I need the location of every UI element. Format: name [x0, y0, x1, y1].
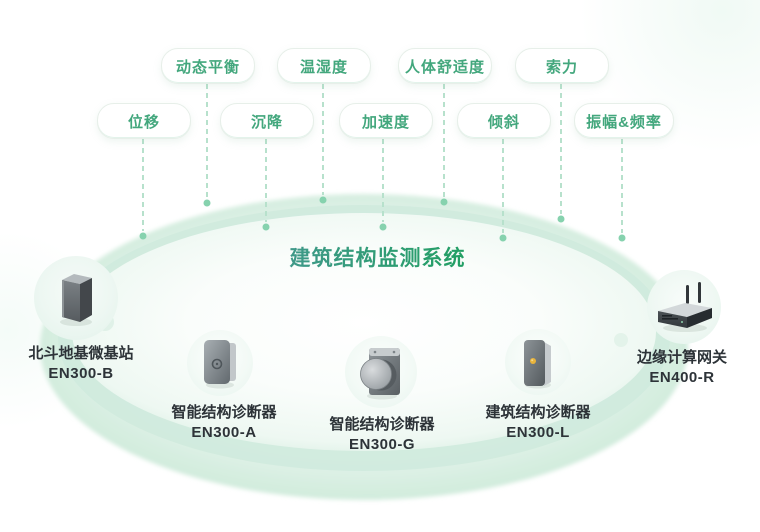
- device-name: 建筑结构诊断器: [485, 404, 591, 421]
- device-badge-beidou: [34, 256, 118, 340]
- device-label-en300g: 智能结构诊断器 EN300-G: [297, 415, 467, 454]
- device-name: 北斗地基微基站: [28, 345, 134, 362]
- sensor-tag-cable-force: 索力: [515, 48, 609, 84]
- decor-bubble: [614, 333, 628, 347]
- device-badge-en300g: [345, 336, 417, 408]
- device-badge-en300l: [505, 329, 571, 395]
- device-name: 智能结构诊断器: [329, 416, 435, 433]
- device-label-en400r: 边缘计算网关 EN400-R: [597, 348, 760, 387]
- system-title: 建筑结构监测系统: [265, 242, 490, 272]
- sensor-tag-amplitude-frequency: 振幅&频率: [574, 103, 674, 139]
- sensor-tag-temperature-humidity: 温湿度: [277, 48, 371, 84]
- sensor-tag-tilt: 倾斜: [457, 103, 551, 139]
- sensor-tag-settlement: 沉降: [220, 103, 314, 139]
- device-label-en300a: 智能结构诊断器 EN300-A: [139, 403, 309, 442]
- device-model: EN300-A: [191, 424, 257, 441]
- device-label-en300l: 建筑结构诊断器 EN300-L: [453, 403, 623, 442]
- device-badge-en300a: [187, 330, 253, 396]
- structure-diagnoser-a-icon: [204, 340, 236, 389]
- device-model: EN300-G: [348, 436, 416, 453]
- edge-gateway-router-icon: [658, 282, 712, 332]
- beidou-base-station-icon: [60, 274, 92, 326]
- sensor-tag-human-comfort: 人体舒适度: [398, 48, 492, 84]
- device-model: EN300-L: [506, 424, 570, 441]
- sensor-tag-acceleration: 加速度: [339, 103, 433, 139]
- device-badge-en400r: [647, 270, 721, 344]
- device-model: EN300-B: [48, 365, 114, 382]
- device-model: EN400-R: [649, 369, 715, 386]
- sensor-tag-displacement: 位移: [97, 103, 191, 139]
- sensor-tag-dynamic-balance: 动态平衡: [161, 48, 255, 84]
- device-name: 边缘计算网关: [636, 349, 727, 366]
- device-label-beidou: 北斗地基微基站 EN300-B: [0, 344, 166, 383]
- structure-diagnoser-disc-icon: [360, 348, 400, 400]
- device-name: 智能结构诊断器: [171, 404, 277, 421]
- sensor-connector-lines: [142, 84, 623, 233]
- sensor-connector-dots: [139, 196, 626, 242]
- building-diagnoser-icon: [524, 340, 551, 389]
